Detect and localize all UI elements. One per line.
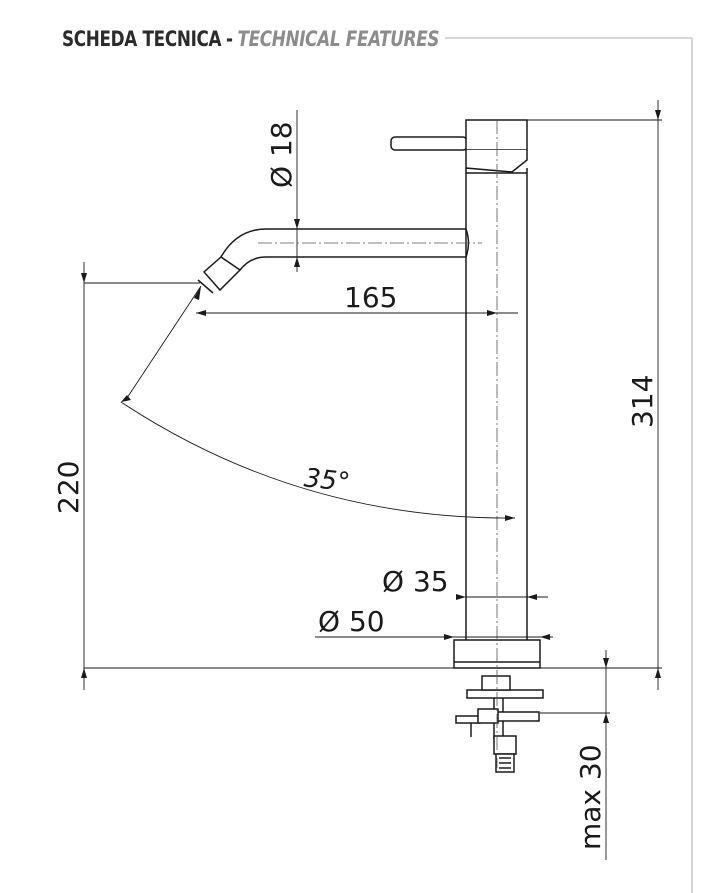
sheet-frame [445,37,693,893]
faucet-outline [197,119,544,773]
dimension-arrowheads [81,110,661,723]
sheet-header: SCHEDA TECNICA - TECHNICAL FEATURES [62,24,440,54]
dimension-lines [83,100,662,860]
spout-height-label: 220 [52,461,85,514]
spout-reach-label: 165 [344,281,397,314]
rotation-angle-label: 35° [302,463,351,498]
header-title-en: TECHNICAL FEATURES [237,27,440,51]
header-title-it: SCHEDA TECNICA [62,27,222,51]
center-lines [258,120,498,768]
body-diameter-label: Ø 35 [382,565,449,598]
header-separator: - [226,27,233,51]
max-thickness-label: max 30 [574,744,607,850]
base-diameter-label: Ø 50 [318,605,385,638]
pipe-diameter-label: Ø 18 [265,121,298,188]
total-height-label: 314 [626,375,659,428]
